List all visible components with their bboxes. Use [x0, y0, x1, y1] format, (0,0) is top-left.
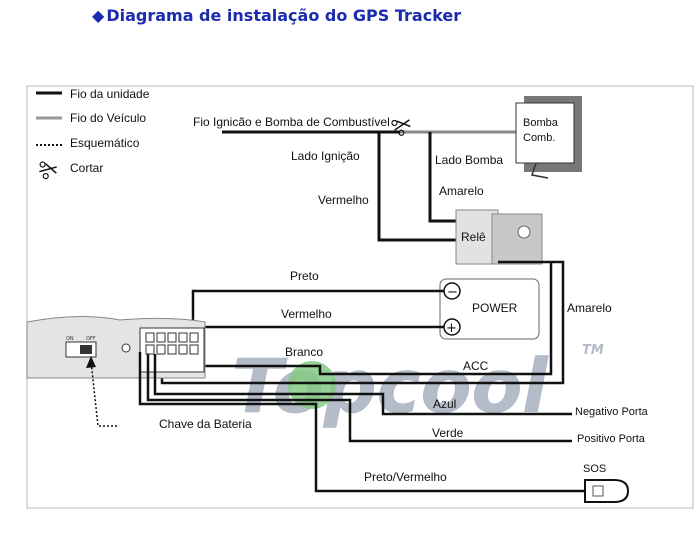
- watermark-text: Topcool: [232, 344, 549, 430]
- green-label: Verde: [432, 426, 464, 440]
- fuel-pump-box: Bomba Comb.: [515, 96, 582, 179]
- blue-label: Azul: [433, 397, 456, 411]
- power-box: [439, 278, 540, 340]
- sos-label: SOS: [583, 463, 606, 475]
- watermark-tm: TM: [582, 343, 604, 358]
- relay-label: Relê: [461, 230, 486, 244]
- relay: Relê: [455, 209, 543, 265]
- black-red-label: Preto/Vermelho: [364, 470, 447, 484]
- positive-door-label: Positivo Porta: [577, 433, 646, 445]
- diamond-icon: ◆: [92, 6, 105, 25]
- cut-scissors-icon: [391, 119, 411, 136]
- negative-terminal-sign: −: [447, 285, 458, 300]
- diagram-frame: [26, 85, 694, 509]
- switch-off-label: OFF: [86, 336, 96, 342]
- fuel-pump-label-2: Comb.: [523, 132, 555, 144]
- ignition-side-label: Lado Ignição: [291, 149, 360, 163]
- pump-side-wire: [428, 132, 458, 223]
- ignition-pump-wire-label: Fio Ignicão e Bomba de Combustível: [193, 115, 390, 129]
- battery-switch-arrow-icon: [86, 356, 96, 368]
- watermark-green-ball: [288, 361, 336, 409]
- legend-cut-label: Cortar: [70, 161, 103, 175]
- legend: Fio da unidade Fio do Veículo Esquemátic…: [36, 87, 150, 180]
- watermark: Topcool TM: [232, 343, 604, 430]
- legend-vehicle-wire-label: Fio do Veículo: [70, 111, 146, 125]
- ignition-side-wire: [377, 132, 458, 242]
- fuel-pump-label-1: Bomba: [523, 117, 559, 129]
- yellow-label-2: Amarelo: [567, 301, 612, 315]
- pump-side-label: Lado Bomba: [435, 153, 503, 167]
- yellow-label-1: Amarelo: [439, 184, 484, 198]
- black-label: Preto: [290, 269, 319, 283]
- green-wire: [146, 354, 572, 443]
- white-label: Branco: [285, 345, 323, 359]
- legend-scissors-icon: [39, 161, 57, 180]
- red-label-1: Vermelho: [318, 193, 369, 207]
- diagram-title: ◆Diagrama de instalação do GPS Tracker: [92, 6, 461, 25]
- blue-wire: [153, 354, 572, 416]
- battery-switch-label: Chave da Bateria: [159, 417, 252, 431]
- switch-on-label: ON: [66, 336, 74, 342]
- sos-button-icon: [584, 479, 630, 503]
- power-label: POWER: [472, 301, 518, 315]
- acc-label: ACC: [463, 359, 489, 373]
- legend-schematic-label: Esquemático: [70, 136, 140, 150]
- legend-unit-wire-label: Fio da unidade: [70, 87, 150, 101]
- black-wire: [191, 289, 444, 332]
- red-label-2: Vermelho: [281, 307, 332, 321]
- black-red-wire: [138, 352, 585, 493]
- negative-door-label: Negativo Porta: [575, 406, 649, 418]
- title-text: Diagrama de instalação do GPS Tracker: [106, 6, 462, 25]
- gps-unit: ON OFF: [26, 315, 206, 379]
- positive-terminal-sign: +: [446, 321, 457, 336]
